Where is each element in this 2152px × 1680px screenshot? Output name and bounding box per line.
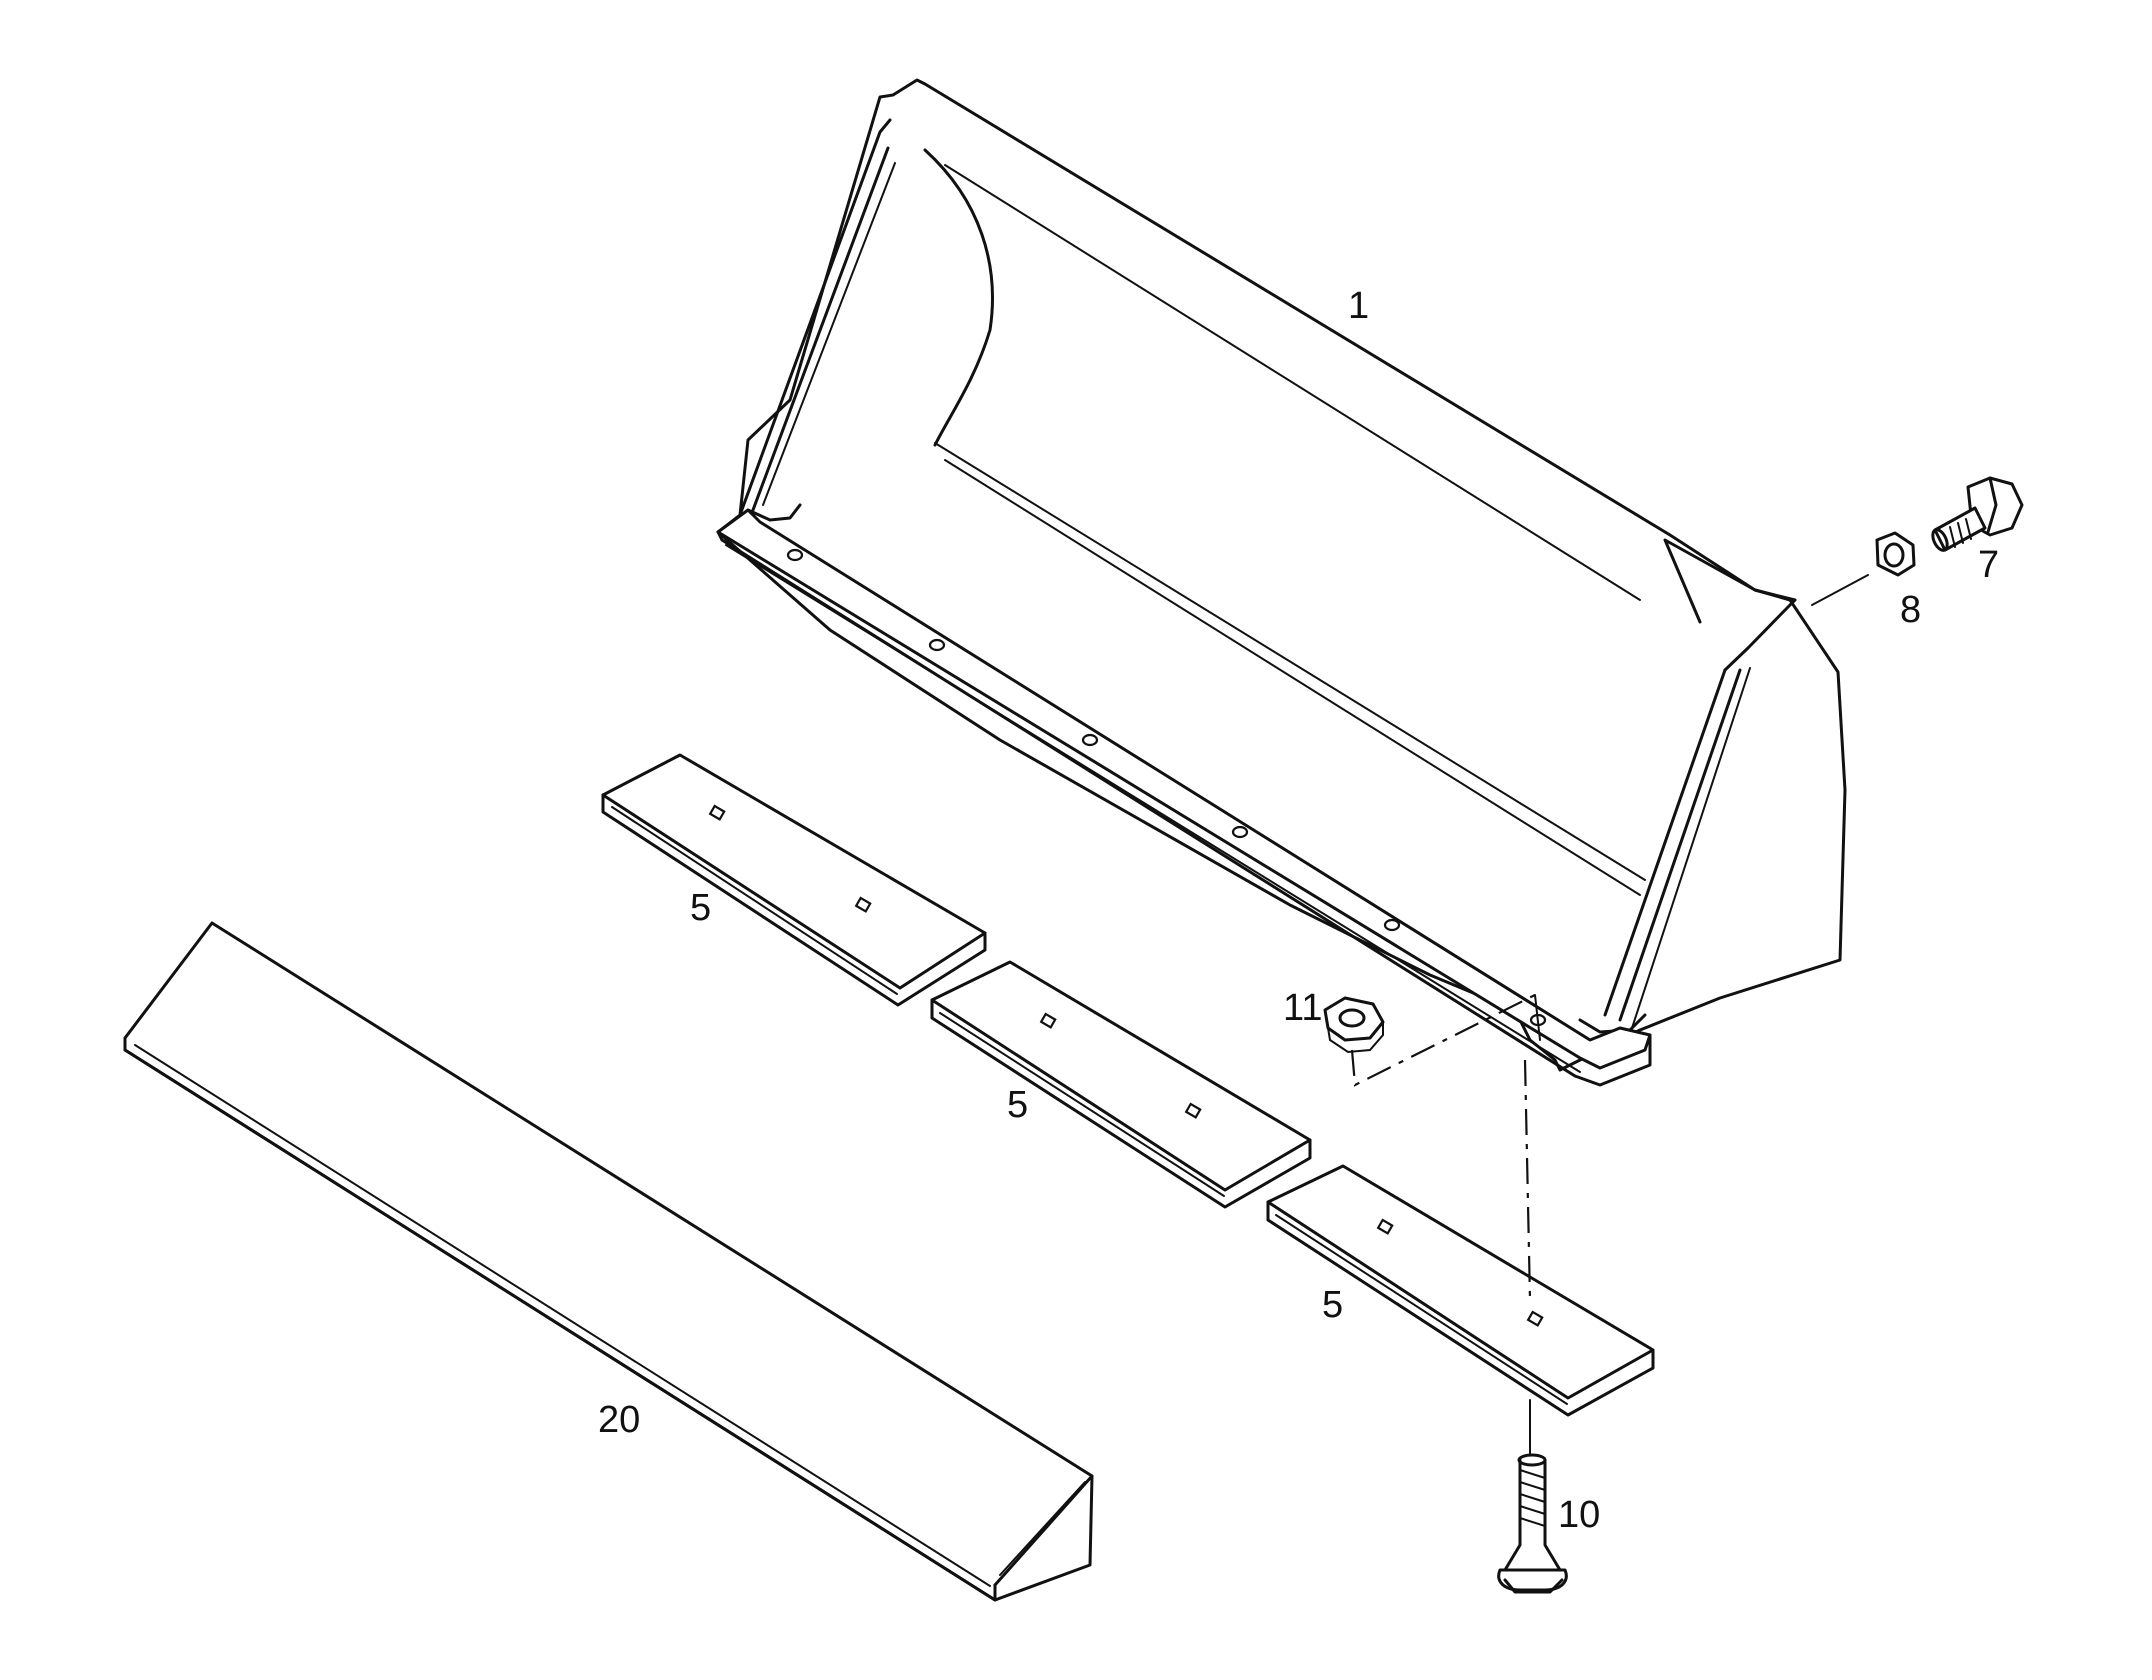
bucket — [716, 78, 1847, 1087]
callout-nut-bottom: 11 — [1283, 987, 1322, 1029]
cutting-edge-right — [1266, 1164, 1655, 1417]
nut-top — [1875, 531, 1916, 577]
bolt-bottom — [1497, 1453, 1568, 1594]
callout-bolt-on-edge: 20 — [598, 1399, 640, 1441]
leader-lines — [1350, 574, 1869, 1456]
nut-bottom — [1323, 996, 1385, 1054]
callout-bucket: 1 — [1348, 285, 1369, 327]
callout-cutting-edge-right: 5 — [1322, 1284, 1343, 1326]
callout-bolt-top: 7 — [1978, 544, 1999, 586]
callout-nut-top: 8 — [1900, 589, 1921, 631]
bolt-top — [1931, 476, 2024, 552]
callout-cutting-edge-left: 5 — [690, 887, 711, 929]
cutting-edge-middle — [930, 960, 1312, 1209]
cutting-edge-left — [601, 753, 987, 1007]
callout-bolt-bottom: 10 — [1558, 1494, 1600, 1536]
bolt-on-edge — [123, 921, 1094, 1602]
callout-cutting-edge-middle: 5 — [1007, 1084, 1028, 1126]
